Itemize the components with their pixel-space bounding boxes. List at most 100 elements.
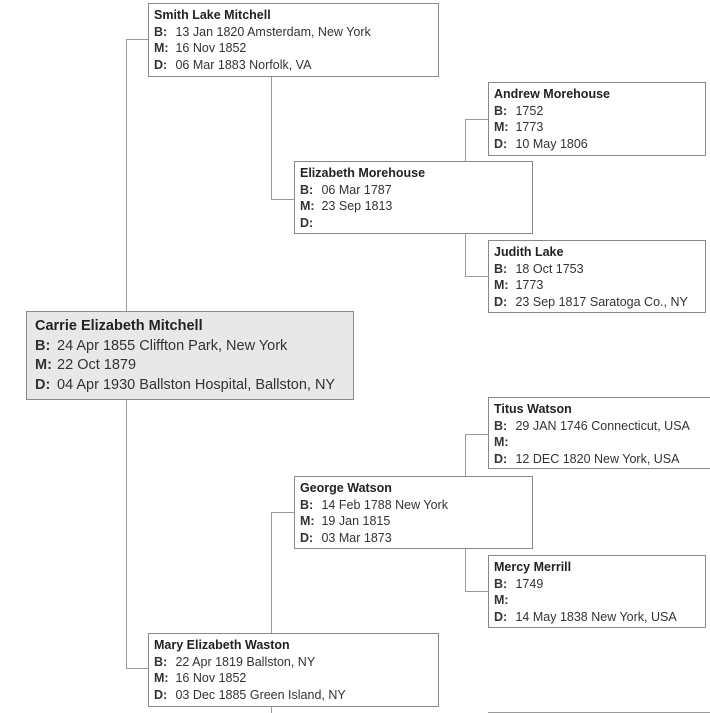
death-value: 03 Mar 1873 bbox=[321, 530, 392, 545]
person-card-father[interactable]: Smith Lake Mitchell B: 13 Jan 1820 Amste… bbox=[148, 3, 439, 77]
marriage-row: M: bbox=[494, 592, 700, 609]
marriage-label: M: bbox=[35, 357, 52, 373]
marriage-row: M: 1773 bbox=[494, 277, 700, 294]
birth-value: 1752 bbox=[515, 103, 544, 118]
death-value: 23 Sep 1817 Saratoga Co., NY bbox=[515, 294, 688, 309]
birth-value: 14 Feb 1788 New York bbox=[321, 497, 448, 512]
death-row: D: 04 Apr 1930 Ballston Hospital, Ballst… bbox=[35, 376, 345, 396]
connector-line bbox=[126, 668, 148, 669]
marriage-value: 23 Sep 1813 bbox=[321, 199, 393, 213]
connector-line bbox=[126, 39, 127, 312]
connector-line bbox=[465, 276, 489, 277]
marriage-value: 1773 bbox=[515, 278, 544, 292]
connector-line bbox=[271, 199, 295, 200]
person-name: Titus Watson bbox=[494, 402, 572, 416]
death-row: D: 03 Mar 1873 bbox=[300, 530, 527, 547]
death-label: D: bbox=[494, 136, 508, 151]
birth-label: B: bbox=[494, 418, 508, 433]
death-label: D: bbox=[35, 376, 51, 393]
birth-row: B: 24 Apr 1855 Cliffton Park, New York bbox=[35, 337, 345, 357]
birth-label: B: bbox=[494, 576, 508, 591]
marriage-row: M: 23 Sep 1813 bbox=[300, 198, 527, 215]
person-name: Elizabeth Morehouse bbox=[300, 166, 426, 180]
marriage-value: 19 Jan 1815 bbox=[321, 514, 391, 528]
death-label: D: bbox=[300, 530, 314, 545]
person-name: Andrew Morehouse bbox=[494, 87, 610, 101]
birth-label: B: bbox=[300, 182, 314, 197]
person-card-great-grandmother-lake[interactable]: Judith Lake B: 18 Oct 1753 M: 1773 D: 23… bbox=[488, 240, 706, 313]
birth-row: B: 1752 bbox=[494, 103, 700, 120]
person-card-great-grandmother-merrill[interactable]: Mercy Merrill B: 1749 M: D: 14 May 1838 … bbox=[488, 555, 706, 628]
birth-row: B: 13 Jan 1820 Amsterdam, New York bbox=[154, 24, 433, 41]
marriage-label: M: bbox=[154, 671, 169, 685]
marriage-label: M: bbox=[494, 435, 509, 449]
marriage-row: M: 22 Oct 1879 bbox=[35, 356, 345, 376]
death-row: D: 06 Mar 1883 Norfolk, VA bbox=[154, 57, 433, 74]
death-label: D: bbox=[494, 451, 508, 466]
marriage-label: M: bbox=[494, 120, 509, 134]
birth-value: 1749 bbox=[515, 576, 544, 591]
connector-line bbox=[126, 39, 148, 40]
marriage-row: M: bbox=[494, 434, 705, 451]
connector-line bbox=[465, 548, 466, 592]
death-label: D: bbox=[154, 57, 168, 72]
marriage-value: 22 Oct 1879 bbox=[57, 357, 137, 373]
birth-row: B: 22 Apr 1819 Ballston, NY bbox=[154, 654, 433, 671]
person-card-great-grandfather-morehouse[interactable]: Andrew Morehouse B: 1752 M: 1773 D: 10 M… bbox=[488, 82, 706, 156]
birth-value: 18 Oct 1753 bbox=[515, 261, 584, 276]
birth-value: 13 Jan 1820 Amsterdam, New York bbox=[175, 24, 371, 39]
birth-label: B: bbox=[494, 261, 508, 276]
marriage-label: M: bbox=[300, 514, 315, 528]
birth-row: B: 29 JAN 1746 Connecticut, USA bbox=[494, 418, 705, 435]
person-card-paternal-grandmother[interactable]: Elizabeth Morehouse B: 06 Mar 1787 M: 23… bbox=[294, 161, 533, 234]
birth-row: B: 06 Mar 1787 bbox=[300, 182, 527, 199]
person-card-root[interactable]: Carrie Elizabeth Mitchell B: 24 Apr 1855… bbox=[26, 311, 354, 400]
death-row: D: 23 Sep 1817 Saratoga Co., NY bbox=[494, 294, 700, 311]
death-row: D: 10 May 1806 bbox=[494, 136, 700, 153]
person-card-mother[interactable]: Mary Elizabeth Waston B: 22 Apr 1819 Bal… bbox=[148, 633, 439, 707]
death-label: D: bbox=[300, 215, 314, 230]
marriage-label: M: bbox=[494, 593, 509, 607]
person-name: Carrie Elizabeth Mitchell bbox=[35, 318, 203, 334]
birth-label: B: bbox=[35, 337, 51, 354]
birth-row: B: 14 Feb 1788 New York bbox=[300, 497, 527, 514]
death-value: 06 Mar 1883 Norfolk, VA bbox=[175, 57, 312, 72]
death-value: 12 DEC 1820 New York, USA bbox=[515, 451, 680, 466]
death-label: D: bbox=[154, 687, 168, 702]
birth-label: B: bbox=[154, 24, 168, 39]
death-label: D: bbox=[494, 294, 508, 309]
person-name: Smith Lake Mitchell bbox=[154, 8, 271, 22]
marriage-label: M: bbox=[300, 199, 315, 213]
connector-line bbox=[271, 76, 272, 200]
connector-line bbox=[465, 434, 466, 477]
birth-label: B: bbox=[494, 103, 508, 118]
death-label: D: bbox=[494, 609, 508, 624]
marriage-row: M: 16 Nov 1852 bbox=[154, 40, 433, 57]
death-row: D: bbox=[300, 215, 527, 232]
birth-row: B: 18 Oct 1753 bbox=[494, 261, 700, 278]
marriage-value: 16 Nov 1852 bbox=[175, 41, 247, 55]
person-card-maternal-grandfather[interactable]: George Watson B: 14 Feb 1788 New York M:… bbox=[294, 476, 533, 549]
birth-value: 29 JAN 1746 Connecticut, USA bbox=[515, 418, 690, 433]
connector-line bbox=[465, 119, 489, 120]
person-name: Mary Elizabeth Waston bbox=[154, 638, 290, 652]
marriage-row: M: 19 Jan 1815 bbox=[300, 513, 527, 530]
connector-line bbox=[271, 512, 295, 513]
birth-value: 06 Mar 1787 bbox=[321, 182, 392, 197]
connector-line bbox=[271, 706, 272, 713]
death-value: 14 May 1838 New York, USA bbox=[515, 609, 677, 624]
birth-label: B: bbox=[300, 497, 314, 512]
death-row: D: 12 DEC 1820 New York, USA bbox=[494, 451, 705, 468]
death-value: 04 Apr 1930 Ballston Hospital, Ballston,… bbox=[57, 376, 336, 393]
marriage-row: M: 16 Nov 1852 bbox=[154, 670, 433, 687]
person-card-great-grandfather-watson[interactable]: Titus Watson B: 29 JAN 1746 Connecticut,… bbox=[488, 397, 710, 469]
death-row: D: 14 May 1838 New York, USA bbox=[494, 609, 700, 626]
connector-line bbox=[465, 119, 466, 161]
death-value: 10 May 1806 bbox=[515, 136, 588, 151]
connector-line bbox=[465, 233, 466, 277]
person-name: Judith Lake bbox=[494, 245, 564, 259]
person-name: Mercy Merrill bbox=[494, 560, 572, 574]
marriage-row: M: 1773 bbox=[494, 119, 700, 136]
connector-line bbox=[271, 512, 272, 634]
marriage-value: 1773 bbox=[515, 120, 544, 134]
